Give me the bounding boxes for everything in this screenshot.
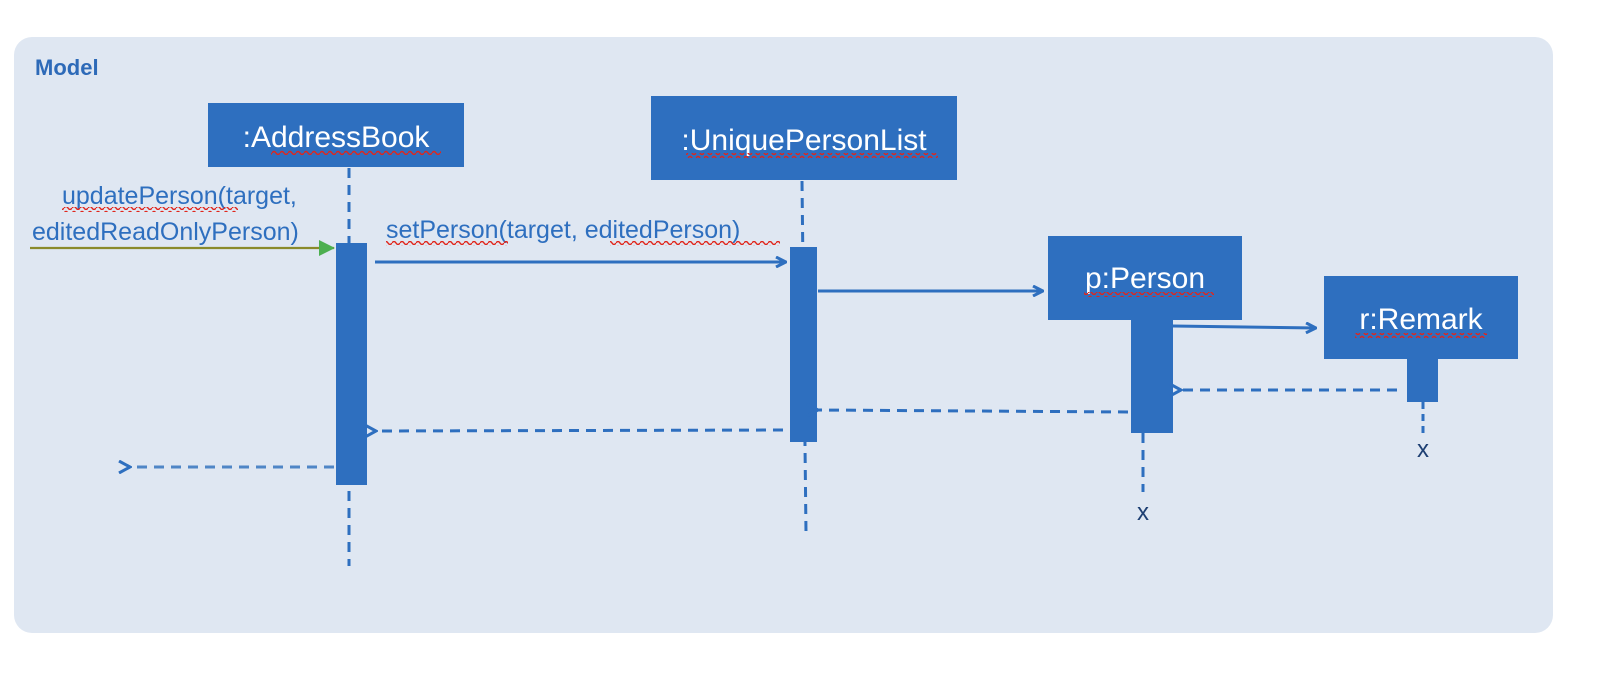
participant-unique-person-list-label: :UniquePersonList [681,124,927,157]
participant-unique-person-list: :UniquePersonList [651,96,957,180]
participant-address-book-label: :AddressBook [243,121,431,154]
participant-remark: r:Remark [1324,276,1518,359]
participant-remark-label: r:Remark [1359,303,1483,336]
participant-person-label: p:Person [1085,262,1205,295]
participant-person: p:Person [1048,236,1242,320]
destroy-marker-person: x [1137,499,1149,526]
participant-address-book: :AddressBook [208,103,464,167]
destroy-marker-remark: x [1417,436,1429,463]
message-update-person-label-line2: editedReadOnlyPerson) [32,218,299,246]
model-frame [14,37,1553,633]
message-update-person-label-line1: updatePerson(target, [62,182,297,210]
activation-address-book [336,243,367,485]
return-from-person-arrow [818,410,1129,412]
activation-unique-person-list [790,247,817,442]
message-to-remark-arrow [1172,326,1316,328]
activation-person [1131,318,1173,433]
activation-remark [1407,357,1438,402]
message-set-person-label: setPerson(target, editedPerson) [386,216,740,244]
frame-title: Model [35,55,99,80]
